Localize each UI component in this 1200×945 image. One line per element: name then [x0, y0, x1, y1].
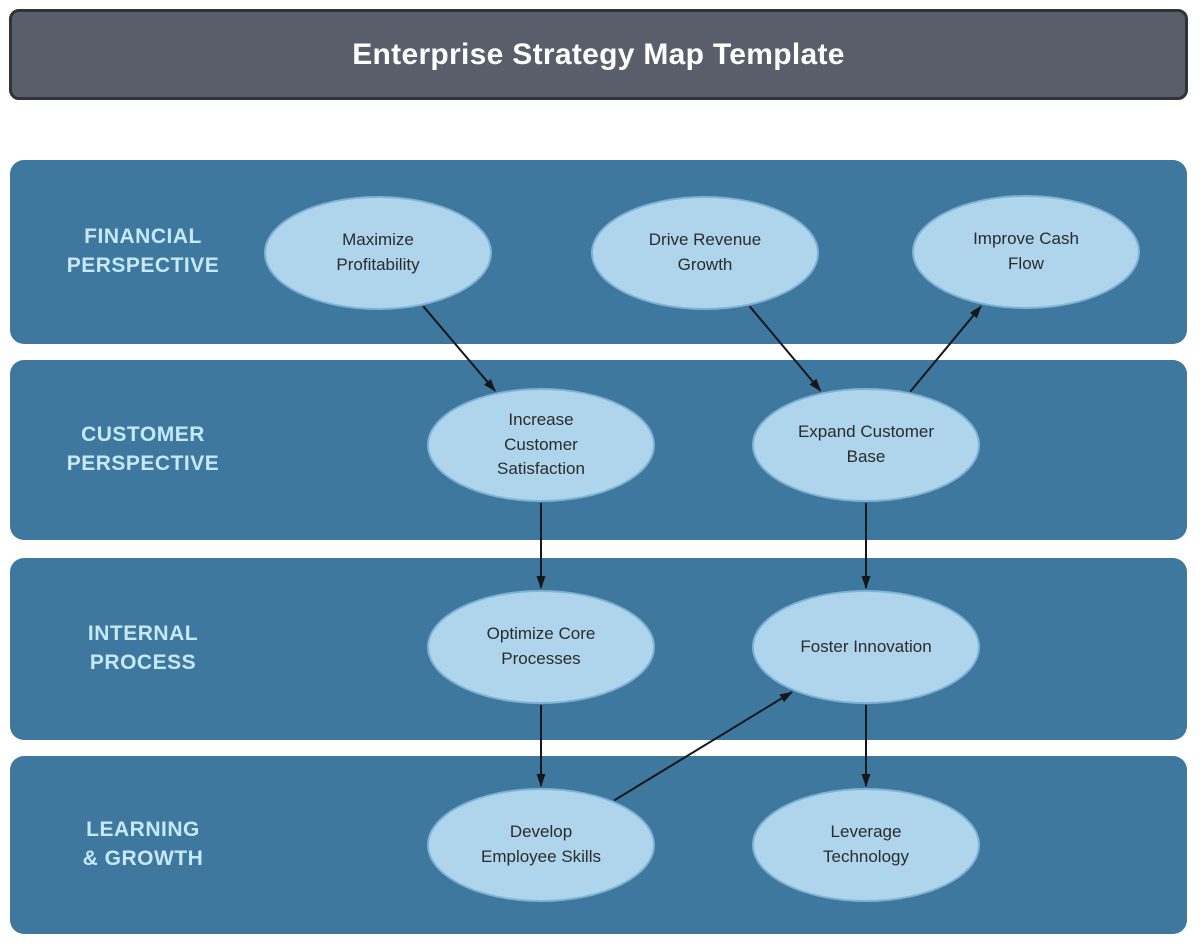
band-label-customer: CUSTOMER PERSPECTIVE: [66, 423, 220, 475]
node-label: Optimize Core Processes: [486, 624, 596, 668]
node-label: Foster Innovation: [800, 636, 932, 656]
band-label-learning: LEARNING & GROWTH: [82, 818, 204, 870]
node-increase-customer-satisfaction[interactable]: Increase Customer Satisfaction: [427, 388, 655, 502]
page-title: Enterprise Strategy Map Template: [352, 37, 845, 71]
node-label: Expand Customer Base: [797, 422, 935, 466]
title-banner: Enterprise Strategy Map Template: [9, 9, 1188, 100]
node-label: Leverage Technology: [822, 822, 909, 866]
node-label: Improve Cash Flow: [973, 229, 1079, 273]
node-maximize-profitability[interactable]: Maximize Profitability: [264, 196, 492, 310]
band-label-financial: FINANCIAL PERSPECTIVE: [66, 225, 220, 277]
node-foster-innovation[interactable]: Foster Innovation: [752, 590, 980, 704]
node-leverage-technology[interactable]: Leverage Technology: [752, 788, 980, 902]
node-label: Maximize Profitability: [336, 230, 420, 274]
node-label: Drive Revenue Growth: [648, 230, 762, 274]
node-optimize-core-processes[interactable]: Optimize Core Processes: [427, 590, 655, 704]
node-expand-customer-base[interactable]: Expand Customer Base: [752, 388, 980, 502]
band-label-internal: INTERNAL PROCESS: [87, 622, 199, 674]
node-improve-cash-flow[interactable]: Improve Cash Flow: [912, 195, 1140, 309]
node-label: Develop Employee Skills: [481, 822, 601, 866]
node-drive-revenue-growth[interactable]: Drive Revenue Growth: [591, 196, 819, 310]
node-develop-employee-skills[interactable]: Develop Employee Skills: [427, 788, 655, 902]
node-label: Increase Customer Satisfaction: [497, 410, 585, 479]
